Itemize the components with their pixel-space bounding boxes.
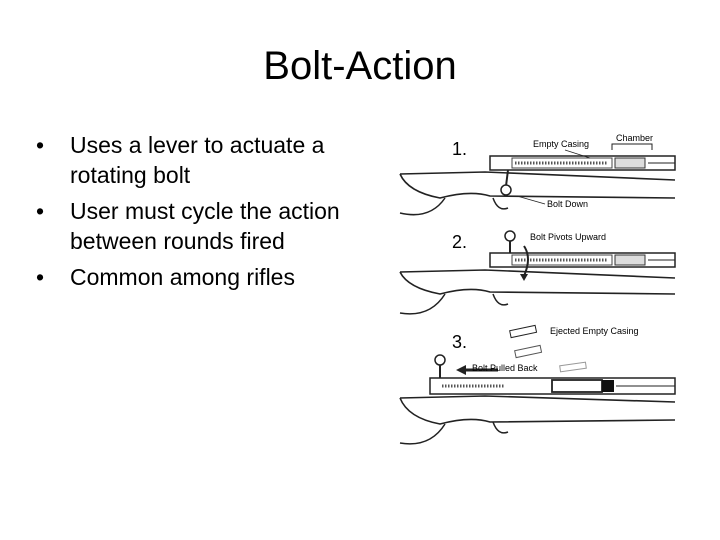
label-chamber: Chamber (616, 133, 653, 143)
bullet-text: Common among rifles (70, 264, 295, 290)
bullet-text: User must cycle the action between round… (70, 198, 340, 254)
step-number: 2. (452, 232, 467, 252)
label-bolt-pivots-upward: Bolt Pivots Upward (530, 232, 606, 242)
bolt-action-diagram: 1. Empty Casing Chamber Bolt Down (390, 128, 690, 468)
bullet-list: • Uses a lever to actuate a rotating bol… (36, 130, 366, 298)
bolt-action-diagram-svg: 1. Empty Casing Chamber Bolt Down (399, 133, 676, 445)
step-number: 1. (452, 139, 467, 159)
bullet-item: • Common among rifles (36, 262, 366, 292)
step-3-rifle (399, 324, 676, 445)
label-empty-casing: Empty Casing (533, 139, 589, 149)
bullet-dot-icon: • (36, 198, 45, 224)
step-2-rifle (399, 230, 676, 315)
label-ejected-empty-casing: Ejected Empty Casing (550, 326, 639, 336)
step-1-rifle (399, 143, 676, 216)
label-bolt-pulled-back: Bolt Pulled Back (472, 363, 538, 373)
bullet-dot-icon: • (36, 264, 45, 290)
bullet-item: • Uses a lever to actuate a rotating bol… (36, 130, 366, 190)
bullet-text: Uses a lever to actuate a rotating bolt (70, 132, 325, 188)
bullet-item: • User must cycle the action between rou… (36, 196, 366, 256)
label-bolt-down: Bolt Down (547, 199, 588, 209)
slide-title: Bolt-Action (263, 44, 457, 88)
step-number: 3. (452, 332, 467, 352)
bullet-dot-icon: • (36, 132, 45, 158)
